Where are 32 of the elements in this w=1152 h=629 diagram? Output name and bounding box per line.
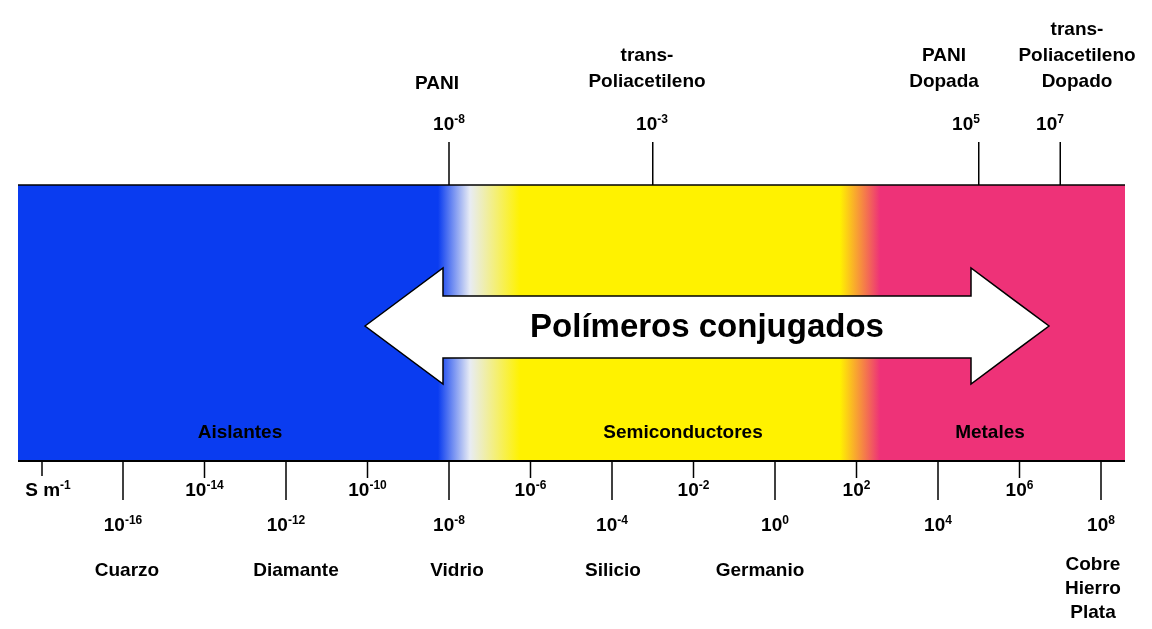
tick-label: 10$^{-16}$ [102,512,144,537]
region-label: Aislantes [196,420,284,444]
material-label: Vidrio [429,558,485,582]
region-label: Semiconductores [602,420,764,444]
arrow-caption: Polímeros conjugados [530,307,884,345]
tick-label: 10$^{-8}$ [432,111,466,136]
material-label: PANI Dopada [908,43,980,93]
material-label: PANI [414,71,460,95]
material-label: trans- Poliacetileno [587,43,707,93]
tick-label: 10$^{2}$ [841,477,872,502]
tick-label: 10$^{-10}$ [347,477,388,502]
tick-label: 10$^{5}$ [951,111,981,136]
tick-label: 10$^{7}$ [1035,111,1065,136]
region-label: Metales [954,420,1026,444]
tick-label: 10$^{8}$ [1086,512,1116,537]
tick-label: 10$^{4}$ [923,512,953,537]
tick-label: 10$^{-3}$ [635,111,669,136]
tick-label: 10$^{0}$ [760,512,790,537]
tick-label: 10$^{-8}$ [432,512,466,537]
material-label: Diamante [252,558,340,582]
tick-label: 10$^{-4}$ [595,512,629,537]
tick-label: 10$^{-2}$ [676,477,711,502]
material-label: Silicio [584,558,642,582]
material-label: Cuarzo [93,558,161,582]
material-label: trans- Poliacetileno Dopado [1017,17,1137,93]
tick-label: 10$^{-12}$ [265,512,307,537]
tick-label: 10$^{-6}$ [513,477,548,502]
material-label: Germanio [714,558,806,582]
axis-unit-label: S m$^{-1}$ [24,477,72,502]
tick-label: 10$^{-14}$ [184,477,225,502]
tick-label: 10$^{6}$ [1004,477,1035,502]
material-label: Cobre Hierro Plata [1064,552,1122,624]
